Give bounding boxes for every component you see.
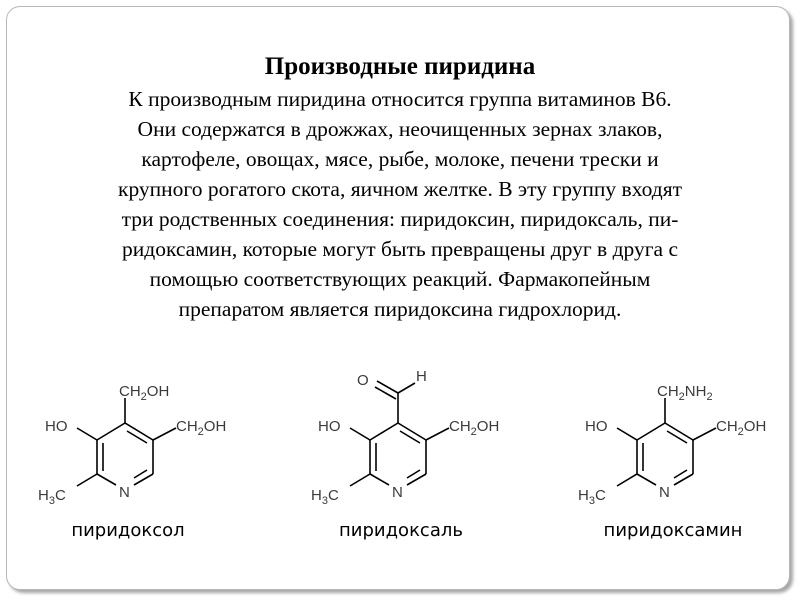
bond xyxy=(126,430,148,444)
body-line: три родственных соединения: пиридоксин, … xyxy=(121,207,679,231)
body-line: картофеле, овощах, мясе, рыбе, молоке, п… xyxy=(141,147,659,171)
bond xyxy=(616,427,638,441)
body-line: К производным пиридина относится группа … xyxy=(128,87,672,111)
bond xyxy=(96,473,117,486)
pyridoxal-aldehyde-o: O xyxy=(357,372,369,389)
pyridoxol-methyl-group: H3C xyxy=(38,487,66,507)
bond xyxy=(152,427,177,441)
body-line: препаратом является пиридоксина гидрохло… xyxy=(178,297,622,321)
bond xyxy=(406,473,427,486)
pyridoxamine-methyl-group: H3C xyxy=(578,487,606,507)
structures-figure: CH2OH CH2OH HO H3C N O H CH2OH HO H3C N xyxy=(38,368,766,507)
bond xyxy=(133,473,154,486)
pyridoxol-top-group: CH2OH xyxy=(119,383,169,403)
slide-title: Производные пиридина xyxy=(264,53,536,80)
structure-pyridoxamine xyxy=(616,398,717,487)
bond xyxy=(96,422,126,441)
structure-pyridoxal xyxy=(349,380,450,487)
pyridoxol-right-group: CH2OH xyxy=(176,418,226,438)
bond xyxy=(636,422,666,441)
bond xyxy=(374,386,397,400)
pyridoxamine-top-group: CH2NH2 xyxy=(657,383,713,403)
pyridoxamine-ring-n: N xyxy=(659,484,670,501)
bond xyxy=(636,473,657,486)
bond xyxy=(666,430,688,444)
bond xyxy=(692,427,717,441)
body-line: крупного рогатого скота, яичном желтке. … xyxy=(118,177,682,201)
bond xyxy=(369,473,390,486)
bond xyxy=(673,469,688,479)
bond xyxy=(349,473,371,487)
body-text: К производным пиридина относится группа … xyxy=(40,84,760,324)
pyridoxamine-right-group: CH2OH xyxy=(716,418,766,438)
pyridoxal-ring-n: N xyxy=(392,484,403,501)
bond xyxy=(664,422,694,441)
bond xyxy=(76,473,98,487)
bond xyxy=(397,422,427,441)
pyridoxal-left-group: HO xyxy=(318,418,341,435)
bond xyxy=(76,427,98,441)
pyridoxal-right-group: CH2OH xyxy=(449,418,499,438)
caption-pyridoxol: пиридоксол xyxy=(71,520,185,541)
slide-frame xyxy=(6,6,790,590)
bond xyxy=(616,473,638,487)
bond xyxy=(369,422,399,441)
caption-pyridoxamine: пиридоксамин xyxy=(603,520,743,541)
bond xyxy=(673,473,694,486)
bond xyxy=(399,430,421,444)
caption-pyridoxal: пиридоксаль xyxy=(339,520,463,541)
pyridoxol-left-group: HO xyxy=(45,418,68,435)
pyridoxamine-left-group: HO xyxy=(585,418,608,435)
bond xyxy=(425,427,450,441)
bond xyxy=(124,422,154,441)
structure-pyridoxol xyxy=(76,398,177,487)
bond xyxy=(349,427,371,441)
bond xyxy=(406,469,421,479)
pyridoxol-ring-n: N xyxy=(119,484,130,501)
bond xyxy=(133,469,148,479)
bond xyxy=(376,380,399,394)
pyridoxal-aldehyde-h: H xyxy=(416,368,427,385)
pyridoxal-methyl-group: H3C xyxy=(311,487,339,507)
body-line: помощью соответствующих реакций. Фармако… xyxy=(149,267,651,291)
bond xyxy=(397,382,416,394)
body-line: ридоксамин, которые могут быть превращен… xyxy=(122,237,678,261)
body-line: Они содержатся в дрожжах, неочищенных зе… xyxy=(137,117,663,141)
